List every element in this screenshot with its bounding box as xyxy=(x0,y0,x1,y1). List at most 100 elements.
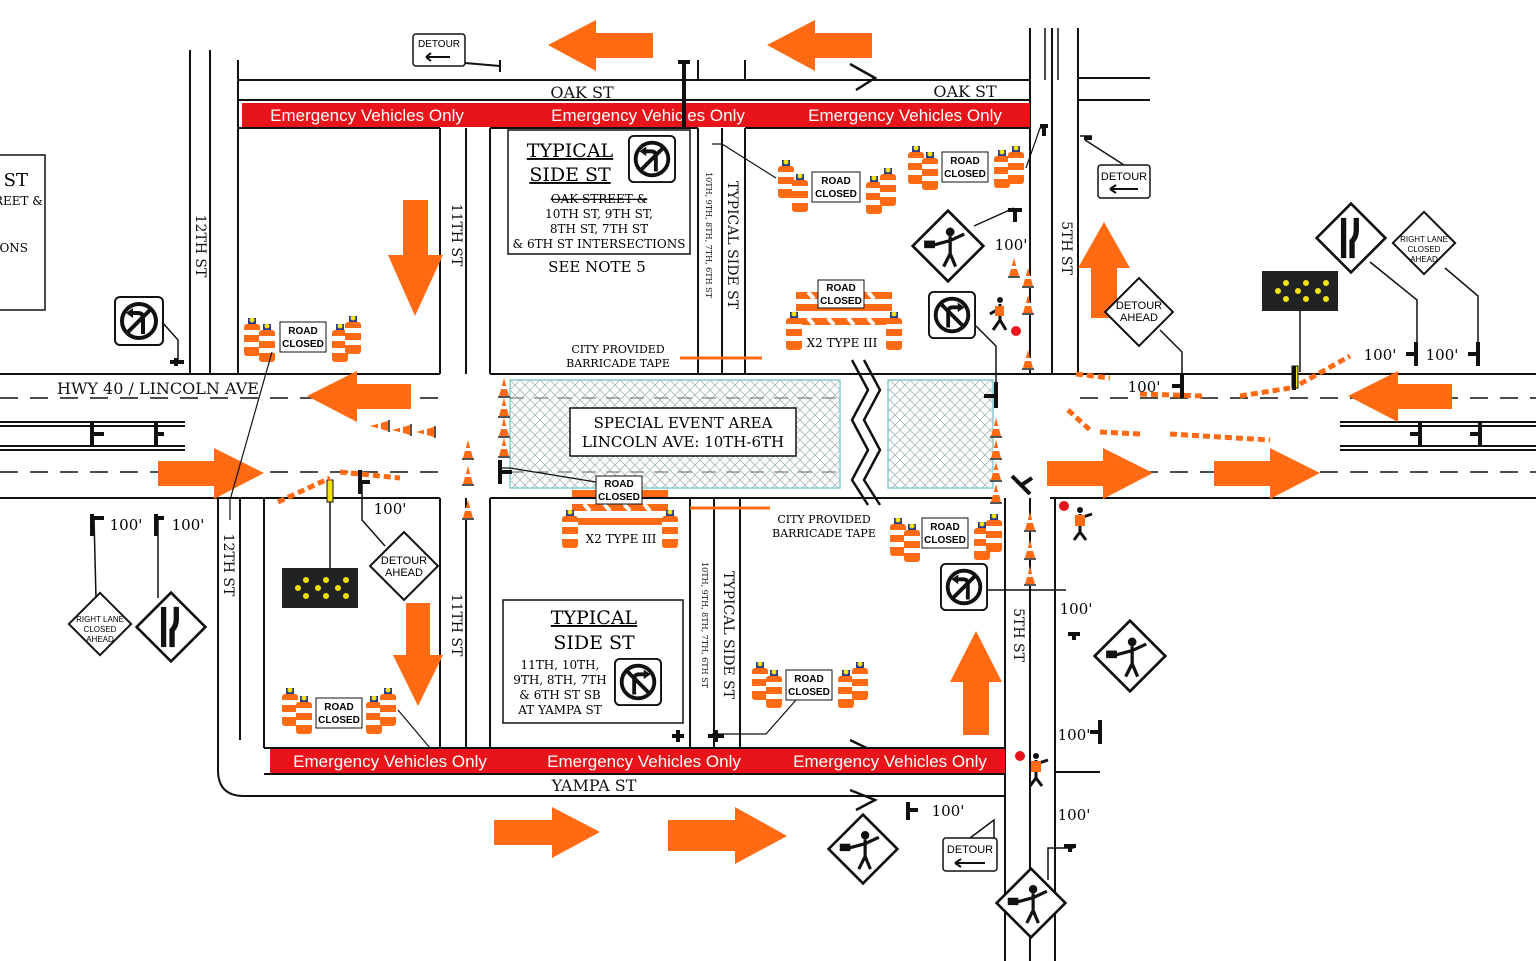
dist-10: 100' xyxy=(932,802,965,820)
flaggers xyxy=(989,297,1093,787)
tape-top-2: BARRICADE TAPE xyxy=(566,357,670,370)
note-bottom-line-3: & 6TH ST SB xyxy=(519,688,601,702)
rlc-right-2: CLOSED xyxy=(1408,245,1441,254)
detour-text-3: DETOUR xyxy=(947,844,993,856)
tape-bottom-1: CITY PROVIDED xyxy=(777,513,871,526)
arrow-hwy-west-left xyxy=(307,371,411,422)
no-left-turn-sign-5th-bottom xyxy=(940,563,988,611)
rlc-left-2: CLOSED xyxy=(84,625,117,634)
emergency-label-yampa-3: Emergency Vehicles Only xyxy=(793,752,987,771)
rlc-left-1: RIGHT LANE xyxy=(76,615,124,624)
traffic-arrows xyxy=(158,20,1452,864)
dist-6: 100' xyxy=(172,516,205,534)
detour-ahead-sign-right: DETOUR AHEAD xyxy=(1103,276,1183,396)
arrow-board-left xyxy=(282,479,358,608)
right-lane-closed-sign-right: RIGHT LANE CLOSED AHEAD xyxy=(1391,210,1479,356)
flagger-person-5th-mid xyxy=(1059,501,1093,541)
note-top-line-1: OAK STREET & xyxy=(551,192,648,206)
event-area-line2: LINCOLN AVE: 10TH-6TH xyxy=(582,433,784,451)
detour-ahead-left-2: AHEAD xyxy=(385,567,423,579)
arrow-yampa-east-2 xyxy=(668,807,787,864)
dist-9: 100' xyxy=(1058,726,1091,744)
detour-sign-yampa: DETOUR xyxy=(942,818,998,872)
arrow-board-right xyxy=(1262,271,1338,389)
road-closed-typical-bottom: ROAD CLOSED xyxy=(712,662,868,735)
t3a-road: ROAD xyxy=(826,283,855,294)
lane-merge-sign-right xyxy=(1317,204,1386,273)
barricade-tape-bottom: CITY PROVIDED BARRICADE TAPE xyxy=(690,506,876,540)
rc4-closed: CLOSED xyxy=(924,535,966,546)
detour-sign-5th-top: DETOUR xyxy=(1080,135,1151,199)
rc6-closed: CLOSED xyxy=(788,687,830,698)
sign-posts xyxy=(90,60,1482,852)
right-lane-closed-sign-left: RIGHT LANE CLOSED AHEAD xyxy=(67,517,133,657)
label-typical-side-bottom: TYPICAL SIDE ST xyxy=(720,571,736,700)
label-side-list-top: 10TH, 9TH, 8TH, 7TH, 6TH ST xyxy=(704,172,713,298)
left-partial-2: REET & xyxy=(0,194,43,208)
t3b-closed: CLOSED xyxy=(598,492,640,503)
note-left-partial: ST REET & ONS xyxy=(0,154,46,311)
label-11th-top: 11TH ST xyxy=(448,204,464,267)
distance-labels: 100' 100' 100' 100' 100' 100' 100' 100' … xyxy=(110,236,1459,824)
rc5-closed: CLOSED xyxy=(318,715,360,726)
rc6-road: ROAD xyxy=(794,674,823,685)
label-12th-bottom: 12TH ST xyxy=(220,534,236,597)
dist-7: 100' xyxy=(374,500,407,518)
arrow-12th-south xyxy=(388,200,443,316)
label-5th-bottom: 5TH ST xyxy=(1010,608,1026,662)
tape-top-1: CITY PROVIDED xyxy=(571,343,665,356)
street-labels: OAK ST OAK ST YAMPA ST HWY 40 / LINCOLN … xyxy=(57,82,1074,795)
emergency-bar-yampa: Emergency Vehicles Only Emergency Vehicl… xyxy=(270,749,1005,773)
label-11th-bottom: 11TH ST xyxy=(448,594,464,657)
rlc-right-1: RIGHT LANE xyxy=(1400,235,1448,244)
detour-sign-oak: DETOUR xyxy=(412,33,501,72)
flagger-sign-yampa xyxy=(827,813,899,885)
rc3-closed: CLOSED xyxy=(944,169,986,180)
rc1-road: ROAD xyxy=(288,326,317,337)
rlc-left-3: AHEAD xyxy=(86,635,114,644)
detour-text-1: DETOUR xyxy=(418,39,460,50)
note-top-title-2: SIDE ST xyxy=(529,164,611,186)
road-closed-5th-bottom: ROAD CLOSED xyxy=(890,514,1002,562)
tape-bottom-2: BARRICADE TAPE xyxy=(772,527,876,540)
dist-3: 100' xyxy=(1426,346,1459,364)
arrow-oak-west-2 xyxy=(767,20,872,71)
road-closed-yampa-left: ROAD CLOSED xyxy=(282,688,431,749)
label-side-list-bottom: 10TH, 9TH, 8TH, 7TH, 6TH ST xyxy=(700,562,709,688)
label-typical-side-top: TYPICAL SIDE ST xyxy=(724,181,740,310)
left-partial-3: ONS xyxy=(0,241,28,255)
road-closed-oak-right: ROAD CLOSED xyxy=(908,127,1046,190)
emergency-label-oak-3: Emergency Vehicles Only xyxy=(808,106,1002,125)
label-oak-left: OAK ST xyxy=(550,83,614,102)
flagger-sign-5th-top xyxy=(911,209,985,283)
t3a-closed: CLOSED xyxy=(820,296,862,307)
type3-barricade-top: ROAD CLOSED X2 TYPE III xyxy=(786,279,902,350)
no-left-turn-sign-12th xyxy=(114,296,164,346)
arrow-oak-west-1 xyxy=(548,20,653,71)
road-closed-12th: ROAD CLOSED xyxy=(229,316,361,520)
road-network xyxy=(0,28,1536,961)
emergency-label-yampa-1: Emergency Vehicles Only xyxy=(293,752,487,771)
note-top-line-3: 8TH ST, 7TH ST xyxy=(550,222,648,236)
arrow-11th-south xyxy=(393,603,443,706)
detour-ahead-sign-left: DETOUR AHEAD xyxy=(361,480,440,602)
arrow-5th-north-top xyxy=(1078,222,1130,318)
rlc-right-3: AHEAD xyxy=(1410,255,1438,264)
label-hwy40: HWY 40 / LINCOLN AVE xyxy=(57,379,259,398)
emergency-bar-oak: Emergency Vehicles Only Emergency Vehicl… xyxy=(242,103,1030,127)
label-12th-top: 12TH ST xyxy=(192,215,208,278)
barricade-tape-top: CITY PROVIDED BARRICADE TAPE xyxy=(566,343,762,370)
flagger-person-yampa xyxy=(1015,751,1049,787)
note-bottom-line-1: 11TH, 10TH, xyxy=(521,658,600,672)
note-bottom-title-2: SIDE ST xyxy=(553,632,635,654)
rc2-road: ROAD xyxy=(821,176,850,187)
type3-barricade-bottom: ROAD CLOSED X2 TYPE III xyxy=(500,467,678,548)
t3a-label: X2 TYPE III xyxy=(807,336,878,350)
flagger-person-5th-top xyxy=(989,297,1021,336)
label-yampa: YAMPA ST xyxy=(551,776,637,795)
note-top-title-1: TYPICAL xyxy=(527,140,614,162)
rc2-closed: CLOSED xyxy=(815,189,857,200)
emergency-label-oak-1: Emergency Vehicles Only xyxy=(270,106,464,125)
rc4-road: ROAD xyxy=(930,522,959,533)
